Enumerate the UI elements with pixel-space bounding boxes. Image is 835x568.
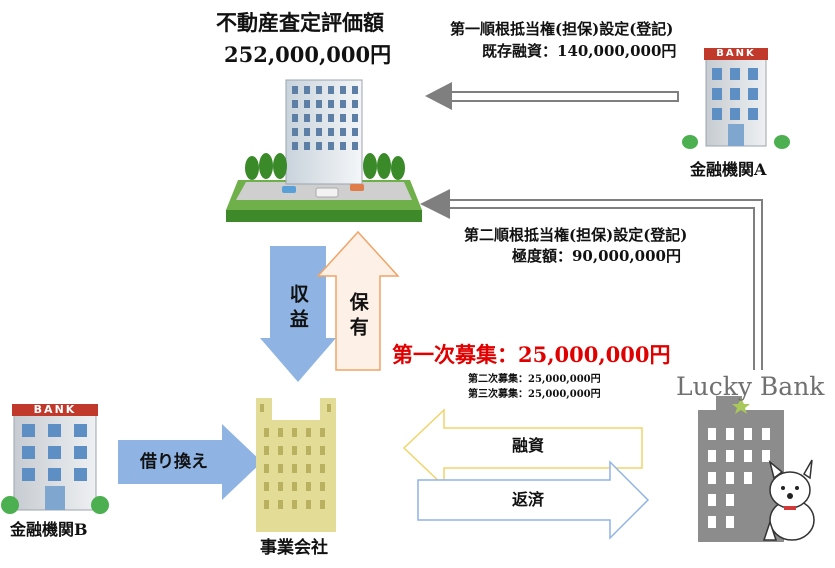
recruitment-tertiary: 第三次募集：25,000,000円	[468, 389, 601, 400]
lien1-detail: 既存融資：140,000,000円	[482, 42, 677, 60]
revenue-arrow	[260, 246, 336, 382]
lien1-title: 第一順根抵当権(担保)設定(登記)	[450, 20, 674, 38]
lucky-bank-logo: Lucky Bank	[676, 372, 825, 401]
bank-b-building-icon	[1, 404, 109, 514]
property-building-icon	[226, 79, 422, 222]
recruitment-secondary: 第二次募集：25,000,000円	[468, 374, 601, 385]
property-value: 252,000,000円	[224, 42, 392, 67]
repayment-arrow	[417, 460, 650, 540]
bank-a-sign: BANK	[716, 48, 756, 59]
bank-b-sign: BANK	[33, 403, 77, 416]
loan-arrow	[402, 408, 643, 488]
holding-label: 保有	[346, 292, 369, 342]
company-building-icon	[256, 398, 336, 532]
revenue-label: 収益	[286, 284, 309, 334]
lien2-detail: 極度額：90,000,000円	[512, 247, 681, 265]
dog-mascot-icon	[762, 459, 815, 541]
property-title: 不動産査定評価額	[216, 10, 384, 35]
loan-label: 融資	[512, 436, 545, 455]
bank-b-label: 金融機関B	[10, 520, 88, 539]
lien2-arrow	[420, 189, 763, 370]
lien2-title: 第二順根抵当権(担保)設定(登記)	[464, 226, 688, 244]
repayment-label: 返済	[512, 490, 545, 509]
recruitment-primary: 第一次募集：25,000,000円	[392, 342, 671, 367]
bank-a-building-icon	[682, 48, 790, 149]
bank-a-label: 金融機関A	[690, 160, 767, 179]
lien1-arrow	[425, 82, 679, 110]
holding-arrow	[316, 230, 400, 371]
refinance-label: 借り換え	[140, 452, 208, 472]
refinance-arrow	[118, 424, 262, 500]
company-label: 事業会社	[260, 538, 328, 558]
